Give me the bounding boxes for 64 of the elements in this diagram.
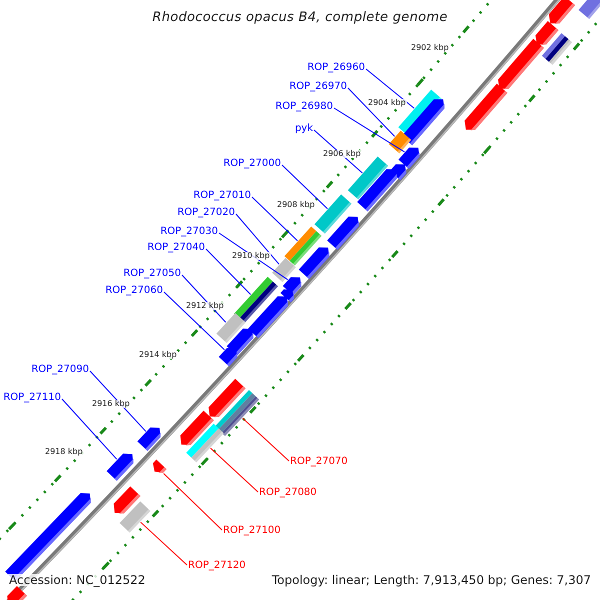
- gene-feature: [398, 148, 420, 169]
- gene-feature: [248, 296, 288, 338]
- gene-label: ROP_26970: [289, 82, 347, 92]
- gene-block: [272, 258, 296, 282]
- leader-line: [252, 196, 298, 242]
- gene-label: ROP_27040: [147, 243, 205, 253]
- scale-label: 2906 kbp: [322, 150, 362, 158]
- gene-label: ROP_27090: [31, 365, 89, 375]
- gene-label: ROP_27010: [193, 191, 251, 201]
- gene-label: ROP_27120: [188, 561, 246, 571]
- gene-feature: [106, 454, 134, 481]
- scale-label: 2904 kbp: [367, 99, 407, 107]
- gene-feature: [464, 84, 508, 130]
- gene-block: [284, 226, 322, 266]
- gene-block: [542, 33, 572, 65]
- scale-label: 2912 kbp: [185, 302, 225, 310]
- gene-feature: [137, 427, 161, 451]
- gene-block: [234, 276, 278, 324]
- leader-line: [164, 292, 225, 350]
- gene-label: ROP_27030: [160, 227, 218, 237]
- gene-feature: [152, 460, 167, 473]
- scale-label: 2916 kbp: [91, 400, 131, 408]
- gene-label: ROP_27110: [3, 393, 61, 403]
- gene-label: ROP_27000: [223, 159, 281, 169]
- leader-line: [282, 164, 328, 210]
- leader-line: [242, 418, 290, 462]
- leader-line: [348, 88, 396, 137]
- scale-label: 2914 kbp: [138, 351, 178, 359]
- gene-feature: [218, 348, 238, 366]
- gene-feature: [7, 586, 27, 600]
- gene-label: ROP_27050: [123, 269, 181, 279]
- leader-line: [366, 68, 415, 109]
- leader-line: [210, 448, 258, 492]
- gene-block: [216, 312, 246, 344]
- gene-feature: [548, 0, 576, 24]
- leader-line: [163, 472, 222, 530]
- scale-label: 2902 kbp: [410, 44, 450, 52]
- leader-line: [236, 214, 280, 265]
- leader-line: [206, 248, 252, 295]
- gene-label: ROP_27060: [105, 286, 163, 296]
- gene-label: ROP_26960: [307, 63, 365, 73]
- gene-label: ROP_27020: [177, 208, 235, 218]
- gene-feature: [298, 247, 330, 280]
- chart-title: Rhodococcus opacus B4, complete genome: [151, 11, 449, 24]
- scale-label: 2910 kbp: [231, 252, 271, 260]
- info-text: Accession: NC_012522: [8, 574, 146, 586]
- info-text: Topology: linear; Length: 7,913,450 bp; Genes: 7,307: [270, 574, 592, 586]
- gene-label: ROP_27080: [259, 488, 317, 498]
- gene-feature: [327, 216, 359, 250]
- gene-feature: [498, 38, 544, 90]
- leader-line: [90, 370, 146, 432]
- gene-label: ROP_27070: [290, 457, 348, 467]
- leader-line: [62, 398, 118, 460]
- gene-label: ROP_27100: [223, 526, 281, 536]
- gene-feature: [357, 169, 397, 212]
- gene-block: [214, 390, 260, 436]
- gene-block: [388, 130, 412, 154]
- leader-line: [334, 108, 406, 152]
- scale-label: 2908 kbp: [276, 201, 316, 209]
- gene-label: pyk: [294, 124, 313, 134]
- gene-block: [186, 424, 224, 462]
- leader-line: [140, 522, 188, 566]
- gene-label: ROP_26980: [275, 102, 333, 112]
- scale-label: 2918 kbp: [44, 448, 84, 456]
